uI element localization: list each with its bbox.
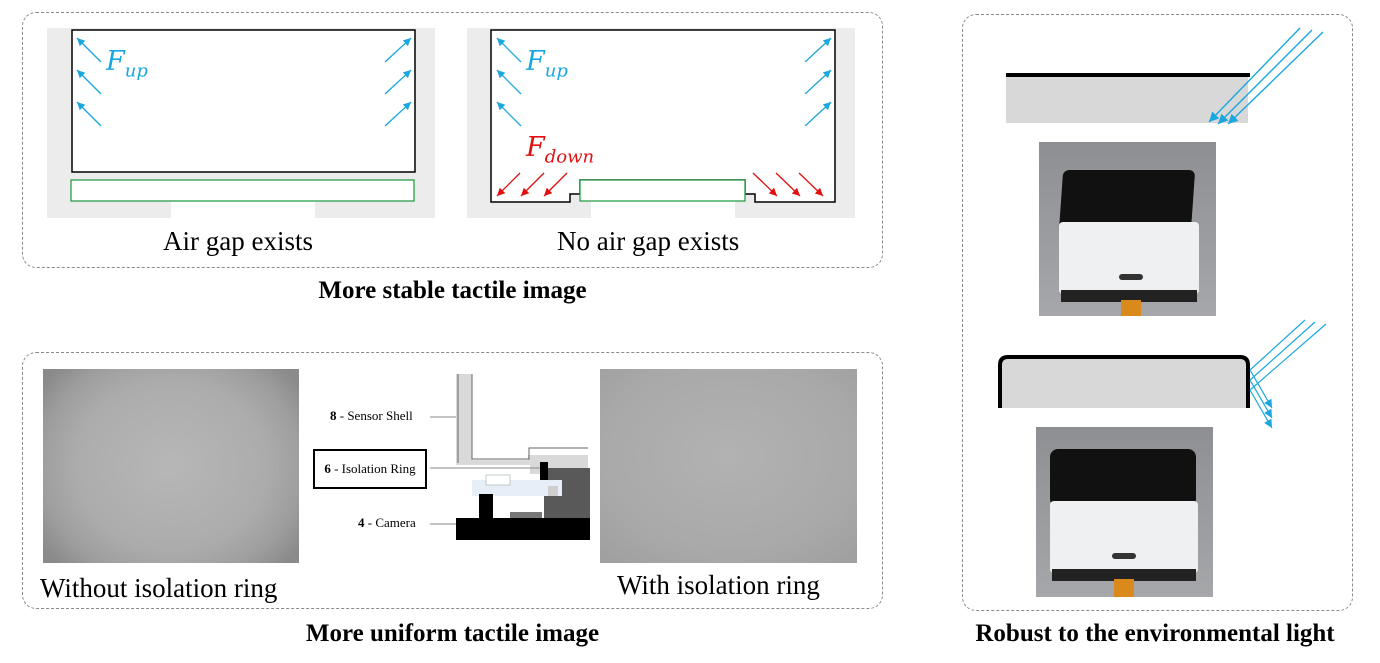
light-rays-blocked	[1249, 319, 1327, 391]
no-air-gap-caption: No air gap exists	[557, 226, 740, 256]
force-down-label: Fdown	[526, 132, 595, 168]
with-ring-caption: With isolation ring	[617, 570, 820, 600]
isolation-ring-label: 6 - Isolation Ring	[313, 449, 427, 489]
stable-image-panel	[22, 12, 883, 268]
light-robust-panel	[962, 14, 1353, 611]
without-ring-caption: Without isolation ring	[40, 573, 278, 603]
sensor-photo-wrapped	[1036, 427, 1213, 597]
air-gap-diagram	[47, 28, 435, 220]
force-up-label-left: Fup	[106, 46, 148, 82]
force-up-arrows	[76, 37, 412, 127]
elastomer-layer	[70, 179, 415, 202]
slab-flat-coating	[1006, 77, 1248, 123]
light-rays-penetrating	[1208, 27, 1324, 125]
force-down-arrows	[496, 172, 824, 197]
sensor-photo-flat	[1039, 142, 1216, 316]
uniform-title: More uniform tactile image	[305, 620, 600, 647]
camera-label: 4 - Camera	[358, 515, 416, 530]
light-title: Robust to the environmental light	[975, 620, 1335, 647]
force-up-arrows-2	[496, 37, 832, 127]
sensor-shell-label: 8 - Sensor Shell	[330, 408, 413, 423]
no-air-gap-diagram	[467, 28, 855, 220]
stable-title: More stable tactile image	[318, 277, 587, 304]
air-gap-caption: Air gap exists	[163, 226, 313, 256]
elastomer-layer-2	[579, 179, 746, 202]
slab-wrapped-coating	[998, 355, 1250, 408]
tactile-image-with-ring	[600, 369, 857, 563]
tactile-image-without-ring	[43, 369, 299, 563]
uniform-image-panel	[22, 352, 883, 609]
force-up-label-right: Fup	[526, 46, 568, 82]
